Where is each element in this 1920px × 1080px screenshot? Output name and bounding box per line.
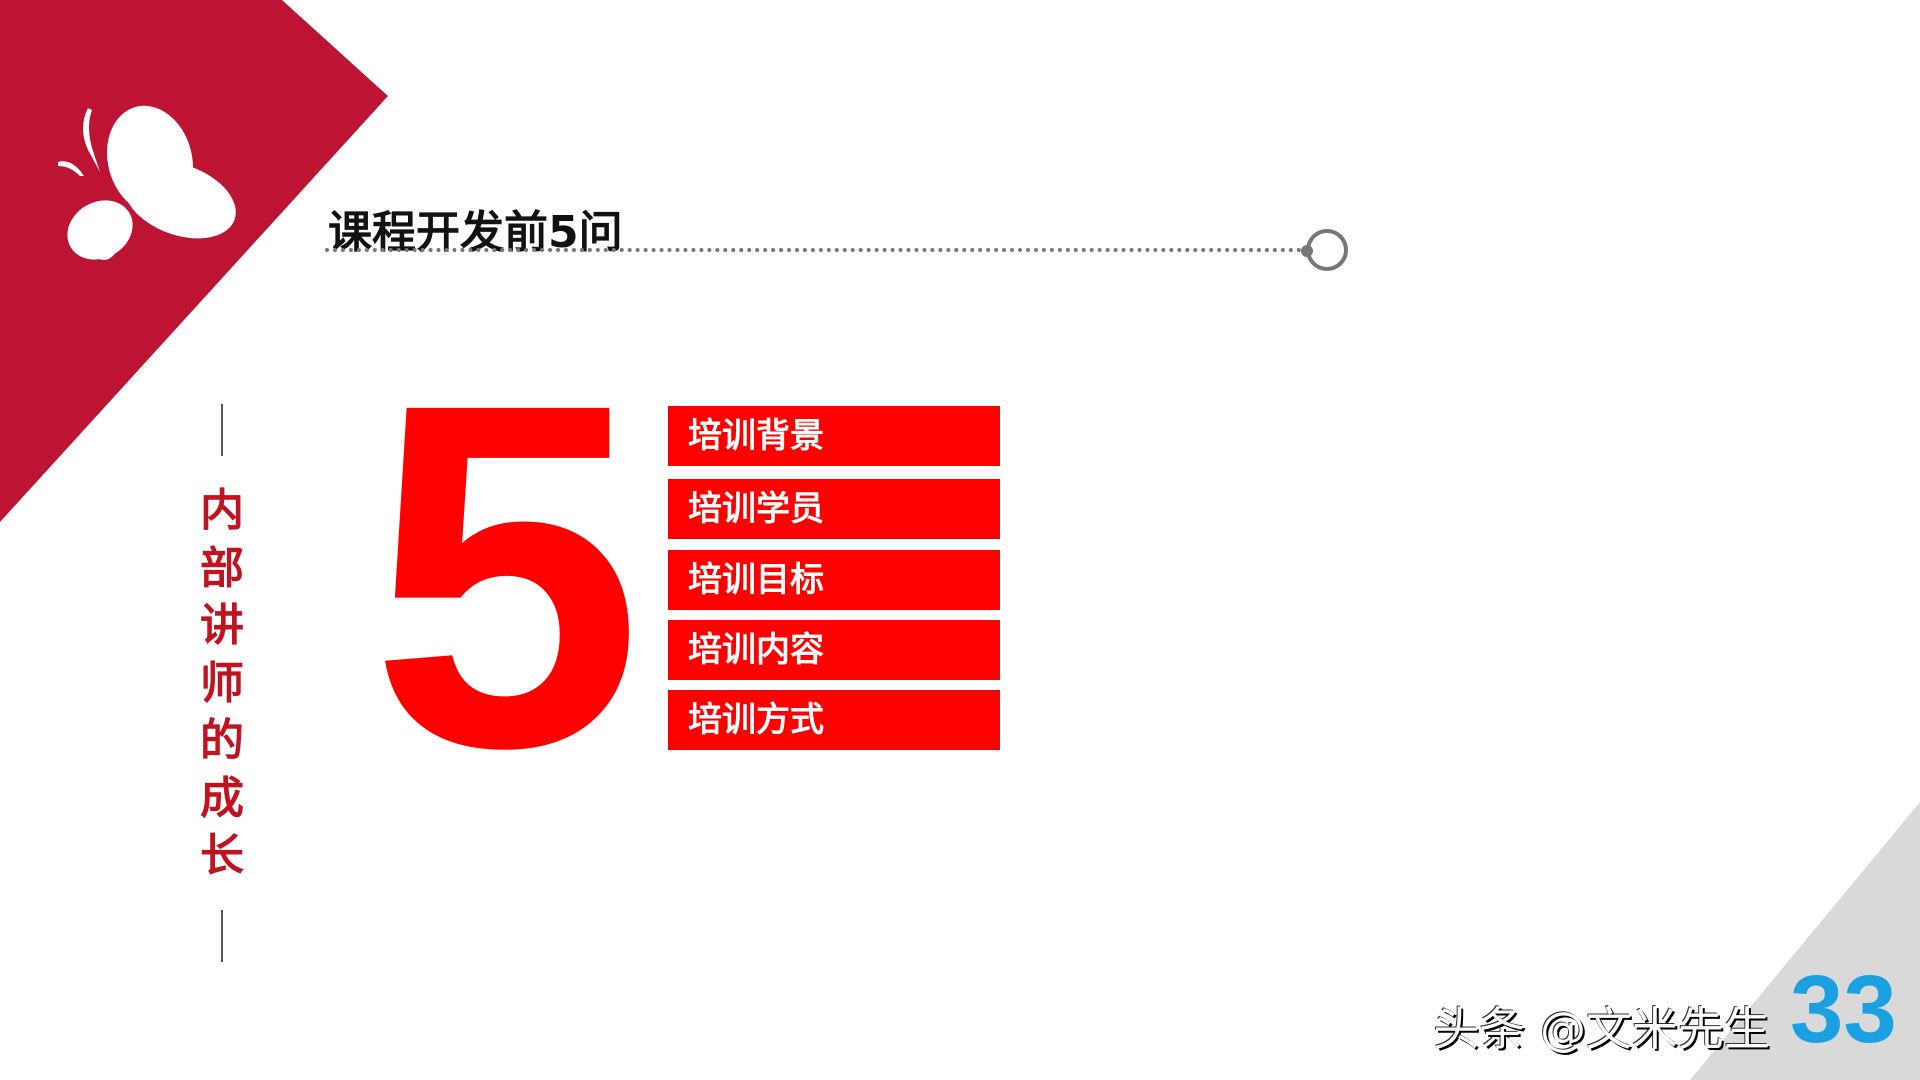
- vertical-line-top: [221, 404, 223, 456]
- page-number: 33: [1790, 956, 1897, 1063]
- item-box: 培训学员: [668, 479, 1000, 539]
- item-box: 培训内容: [668, 620, 1000, 680]
- item-box: 培训背景: [668, 406, 1000, 466]
- vertical-line-bottom: [221, 910, 223, 962]
- gray-corner-shape: [1690, 802, 1920, 1080]
- item-box: 培训方式: [668, 690, 1000, 750]
- dotted-divider: [325, 248, 1310, 252]
- butterfly-icon: [58, 105, 236, 260]
- side-title: 内部讲师的成长: [200, 485, 244, 881]
- red-corner-shape: [0, 0, 388, 522]
- watermark: 头条 @文米先生: [1433, 1002, 1770, 1056]
- big-number: 5: [370, 301, 643, 849]
- dot-marker-icon: [1301, 245, 1313, 257]
- item-box: 培训目标: [668, 550, 1000, 610]
